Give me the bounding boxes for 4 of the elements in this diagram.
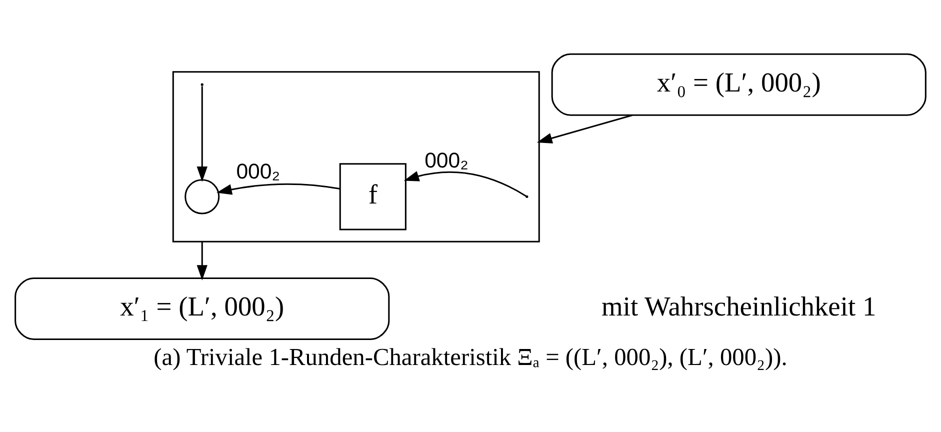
edge-label: 000₂ [236, 158, 280, 183]
edge-label: 000₂ [424, 148, 468, 172]
caption: (a) Triviale 1-Runden-Charakteristik Ξₐ = ((L′, 000₂), (L′, 000₂)). [154, 343, 788, 370]
node-label: mit Wahrscheinlichkeit 1 [602, 290, 876, 321]
